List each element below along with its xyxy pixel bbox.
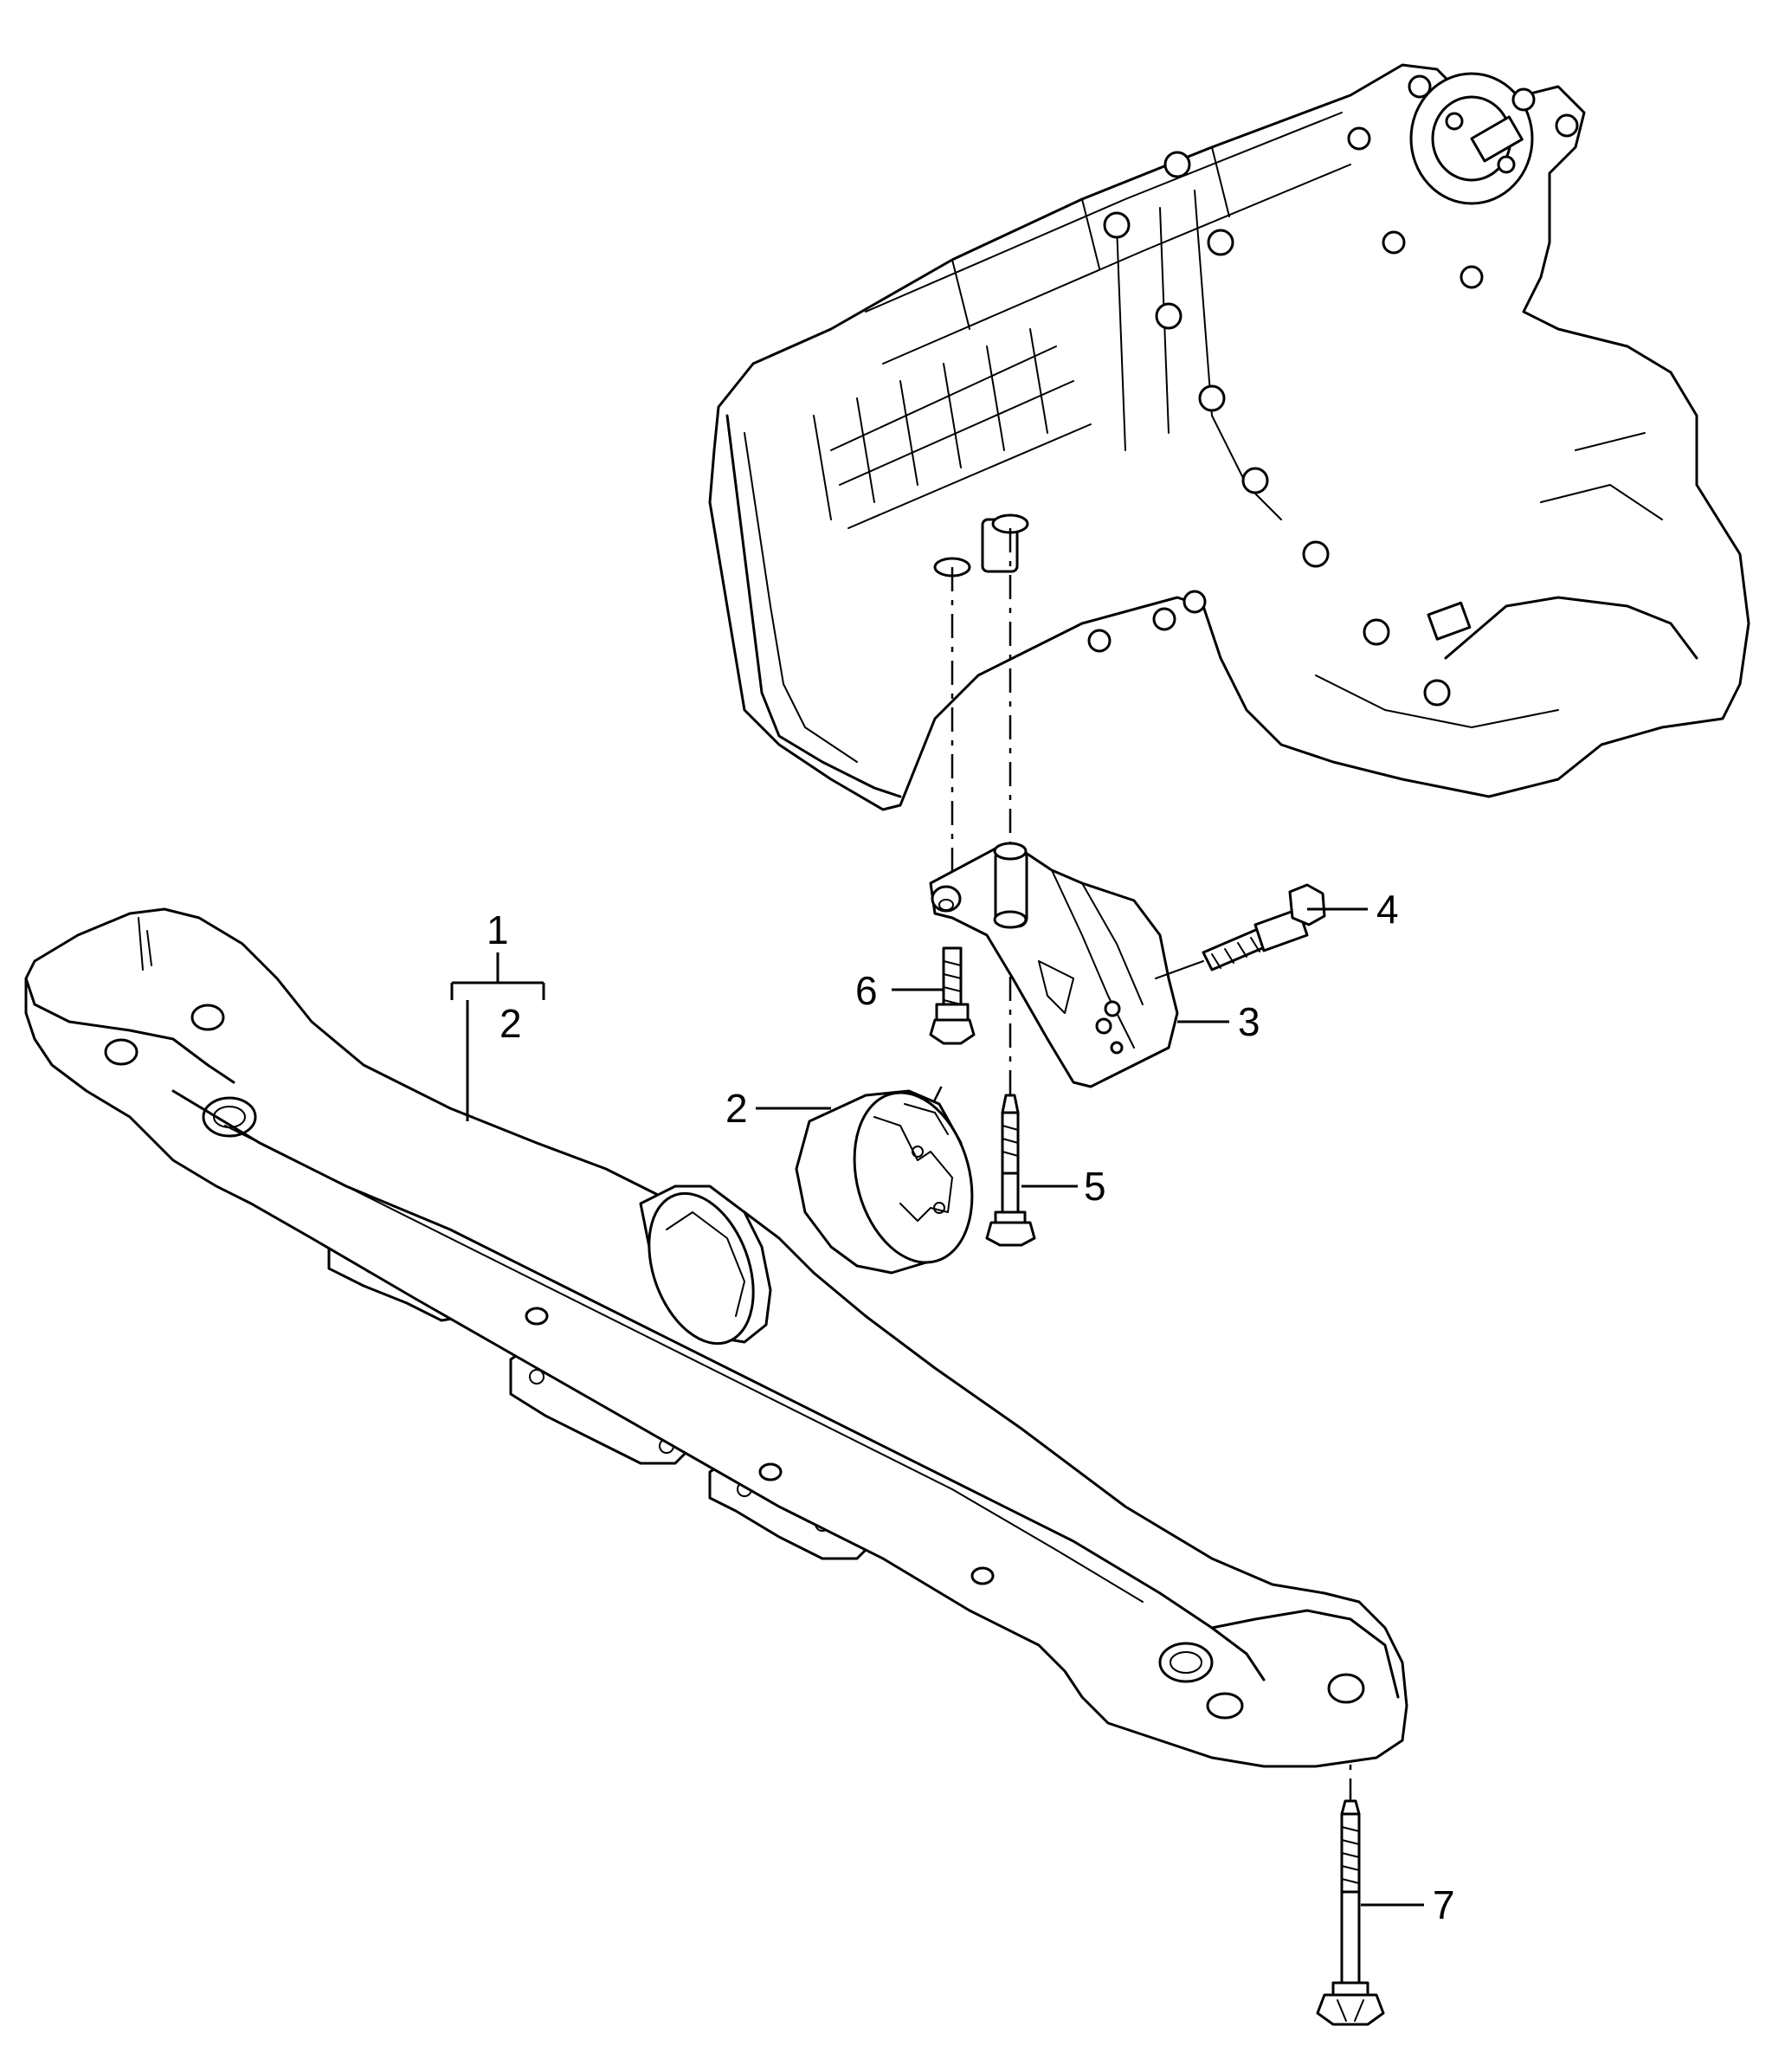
callout-3: 3 [1238,999,1260,1044]
rubber-mount [795,1089,974,1275]
bolt-4 [1155,883,1326,979]
crossmember [24,907,1408,1768]
bolt-7 [1316,1799,1385,2026]
transmission-assembly [708,63,1750,811]
bolt-6 [929,946,976,1045]
callout-4: 4 [1376,887,1399,932]
callout-1-sub: 2 [499,1001,522,1046]
leader-lines [450,907,1424,1907]
bolt-5 [985,1094,1036,1247]
callout-1: 1 [487,907,509,952]
callout-2: 2 [725,1086,748,1131]
callout-labels: 1 2 2 3 4 5 6 7 [487,887,1455,1927]
callout-5: 5 [1084,1164,1106,1209]
callout-7: 7 [1433,1882,1455,1927]
mount-bracket [929,842,1179,1088]
callout-6: 6 [855,968,878,1013]
